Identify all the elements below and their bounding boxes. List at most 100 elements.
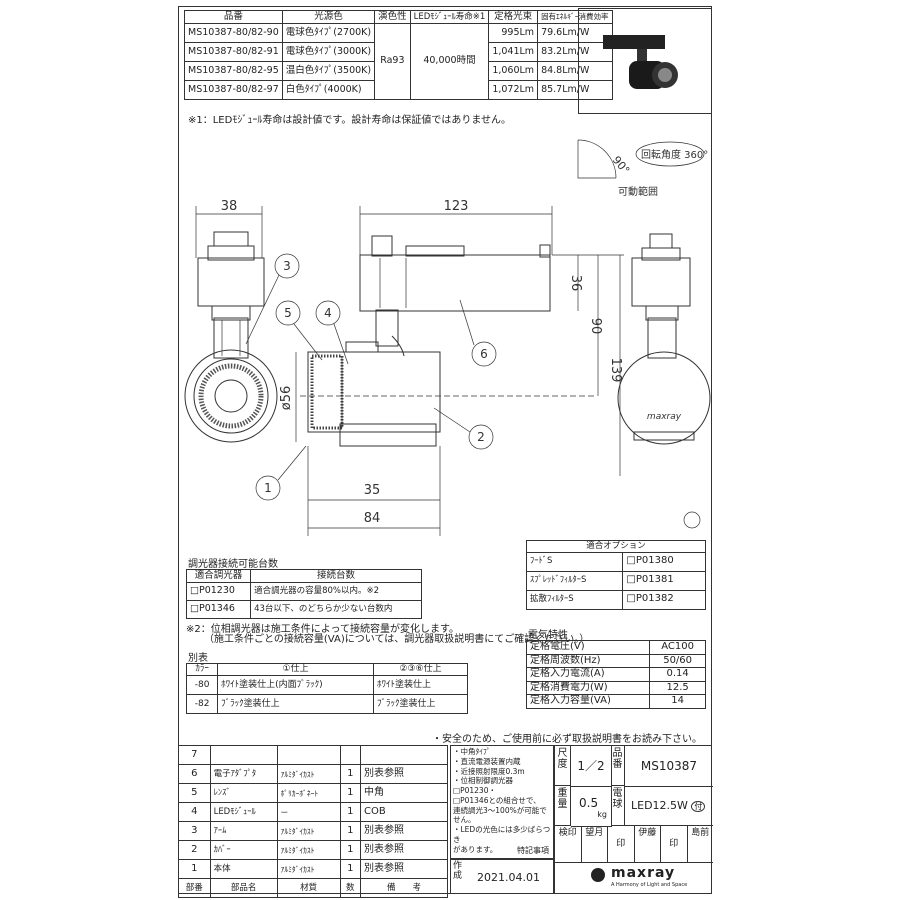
finish-header-2: ②③⑥仕上 bbox=[372, 662, 469, 677]
finish-f2: ﾌﾞﾗｯｸ塗装仕上 bbox=[372, 694, 469, 715]
part-no: 7 bbox=[178, 745, 211, 765]
part-name bbox=[209, 745, 278, 765]
safety-note: ・安全のため、ご使用前に必ず取扱説明書をお読み下さい。 bbox=[432, 734, 702, 745]
dimension-lines bbox=[195, 206, 624, 536]
part-material: ｱﾙﾐﾀﾞｲｶｽﾄ bbox=[276, 821, 341, 841]
weight-unit: kg bbox=[597, 810, 607, 819]
dim-123: 123 bbox=[444, 199, 469, 214]
dim-84: 84 bbox=[364, 511, 381, 526]
tilt-angle: 90° bbox=[610, 154, 632, 177]
finish-f1: ﾎﾜｲﾄ塗装仕上(内面ﾌﾞﾗｯｸ) bbox=[217, 675, 374, 696]
part-name: ｱｰﾑ bbox=[209, 821, 278, 841]
part-note: 別表参照 bbox=[360, 764, 448, 784]
fixture-brand-mark: maxray bbox=[647, 412, 682, 422]
part-note bbox=[360, 745, 448, 765]
right-view: maxray bbox=[617, 233, 711, 445]
approval-3: 印 bbox=[608, 826, 635, 862]
special-line: ・近接照射限度0.3m bbox=[453, 766, 525, 776]
center-view bbox=[307, 235, 551, 447]
weight-label: 重量 bbox=[555, 786, 571, 826]
part-qty: 1 bbox=[339, 821, 362, 841]
part-no: 3 bbox=[178, 821, 211, 841]
parts-footer-material: 材質 bbox=[276, 878, 341, 898]
dim-36: 36 bbox=[568, 275, 583, 292]
callouts bbox=[245, 253, 701, 529]
part-qty: 1 bbox=[339, 840, 362, 860]
dimmer-title: 調光器接続可能台数 bbox=[188, 559, 278, 570]
elec-value: 12.5 bbox=[649, 680, 706, 695]
special-line: があります。 bbox=[453, 844, 498, 854]
bulb-mark: 付 bbox=[691, 801, 706, 812]
options-title: 適合オプション bbox=[526, 540, 706, 553]
special-line: 連続調光3～100%が可能で bbox=[453, 805, 547, 815]
dimmer-count: 適合調光器の容量80%以内。※2 bbox=[250, 581, 422, 601]
option-code: □P01380 bbox=[622, 551, 706, 572]
option-code: □P01381 bbox=[622, 570, 706, 591]
dimmer-note-1: ※2：位相調光器は施工条件によって接続容量が変化します。 bbox=[186, 624, 459, 635]
approval-5: 印 bbox=[661, 826, 688, 862]
callout-2: 2 bbox=[477, 430, 485, 444]
callout-4: 4 bbox=[324, 306, 332, 320]
part-qty: 1 bbox=[339, 802, 362, 822]
finish-title: 別表 bbox=[188, 653, 208, 664]
approval-1: 検印 bbox=[555, 826, 582, 862]
scale-value: 1／2 bbox=[571, 746, 612, 787]
elec-label: 定格消費電力(W) bbox=[525, 680, 651, 695]
spec-color: 温白色ﾀｲﾌﾟ(3500K) bbox=[281, 60, 376, 81]
dimmer-model: □P01230 bbox=[185, 581, 252, 601]
approval-2: 望月 bbox=[582, 826, 608, 862]
part-no: 4 bbox=[178, 802, 211, 822]
dimmer-model: □P01346 bbox=[185, 599, 252, 619]
finish-header-color: ｶﾗｰ bbox=[185, 662, 219, 677]
callout-6: 6 bbox=[480, 347, 488, 361]
special-line: せん。 bbox=[453, 815, 476, 825]
elec-value: 0.14 bbox=[649, 667, 706, 682]
dimmer-note-2: （施工条件ごとの接続容量(VA)については、調光器取扱説明書にてご確認ください。… bbox=[204, 634, 590, 645]
part-name: ﾚﾝｽﾞ bbox=[209, 783, 278, 803]
part-name: 本体 bbox=[209, 859, 278, 879]
option-name: 拡散ﾌｨﾙﾀｰS bbox=[525, 589, 624, 610]
model-label: 品番 bbox=[611, 746, 625, 786]
finish-code: -80 bbox=[185, 675, 219, 696]
options-table: 適合オプション ﾌｰﾄﾞS□P01380 ｽﾌﾟﾚｯﾄﾞﾌｨﾙﾀｰS□P0138… bbox=[525, 540, 706, 610]
part-qty: 1 bbox=[339, 859, 362, 879]
brand-logo: maxray A Harmony of Light and Space bbox=[555, 862, 713, 895]
dim-38: 38 bbox=[221, 199, 238, 214]
dim-90: 90 bbox=[588, 318, 603, 335]
finish-f2: ﾎﾜｲﾄ塗装仕上 bbox=[372, 675, 469, 696]
part-material: ｱﾙﾐﾀﾞｲｶｽﾄ bbox=[276, 764, 341, 784]
elec-value: 14 bbox=[649, 694, 706, 709]
special-line: ・中角ﾀｲﾌﾟ bbox=[453, 747, 491, 756]
finish-f1: ﾌﾞﾗｯｸ塗装仕上 bbox=[217, 694, 374, 715]
spec-life: 40,000時間 bbox=[409, 22, 490, 100]
part-no: 5 bbox=[178, 783, 211, 803]
dim-56: ø56 bbox=[279, 386, 294, 411]
special-notes: ・中角ﾀｲﾌﾟ ・直流電源装置内蔵 ・近接照射限度0.3m ・位相制御調光器□P… bbox=[450, 745, 554, 859]
part-note: 中角 bbox=[360, 783, 448, 803]
special-line: ・位相制御調光器□P01230・ bbox=[453, 776, 513, 795]
rotation-indicator bbox=[577, 139, 705, 179]
finish-code: -82 bbox=[185, 694, 219, 715]
model-value: MS10387 bbox=[625, 746, 713, 787]
option-name: ﾌｰﾄﾞS bbox=[525, 551, 624, 572]
weight-value: 0.5 bbox=[579, 796, 599, 810]
callout-3: 3 bbox=[283, 259, 291, 273]
dimmer-count: 43台以下、のどちらか少ない台数内 bbox=[250, 599, 422, 619]
electrical-table: 定格電圧(V)AC100 定格周波数(Hz)50/60 定格入力電流(A)0.1… bbox=[525, 640, 706, 709]
part-qty: 1 bbox=[339, 783, 362, 803]
date-label: 作成 bbox=[453, 861, 463, 881]
rotation-angle: 回転角度 360° bbox=[641, 148, 708, 161]
part-note: 別表参照 bbox=[360, 840, 448, 860]
parts-footer-qty: 数 bbox=[339, 878, 362, 898]
part-no: 2 bbox=[178, 840, 211, 860]
elec-label: 定格周波数(Hz) bbox=[525, 653, 651, 668]
parts-footer-no: 部番 bbox=[178, 878, 211, 898]
product-image bbox=[578, 8, 712, 114]
spec-eff: 85.7Lm/W bbox=[537, 79, 613, 100]
part-name: LEDﾓｼﾞｭｰﾙ bbox=[209, 802, 278, 822]
elec-value: 50/60 bbox=[649, 653, 706, 668]
brand-icon bbox=[591, 868, 605, 882]
callout-1: 1 bbox=[264, 481, 272, 495]
part-qty bbox=[339, 745, 362, 765]
